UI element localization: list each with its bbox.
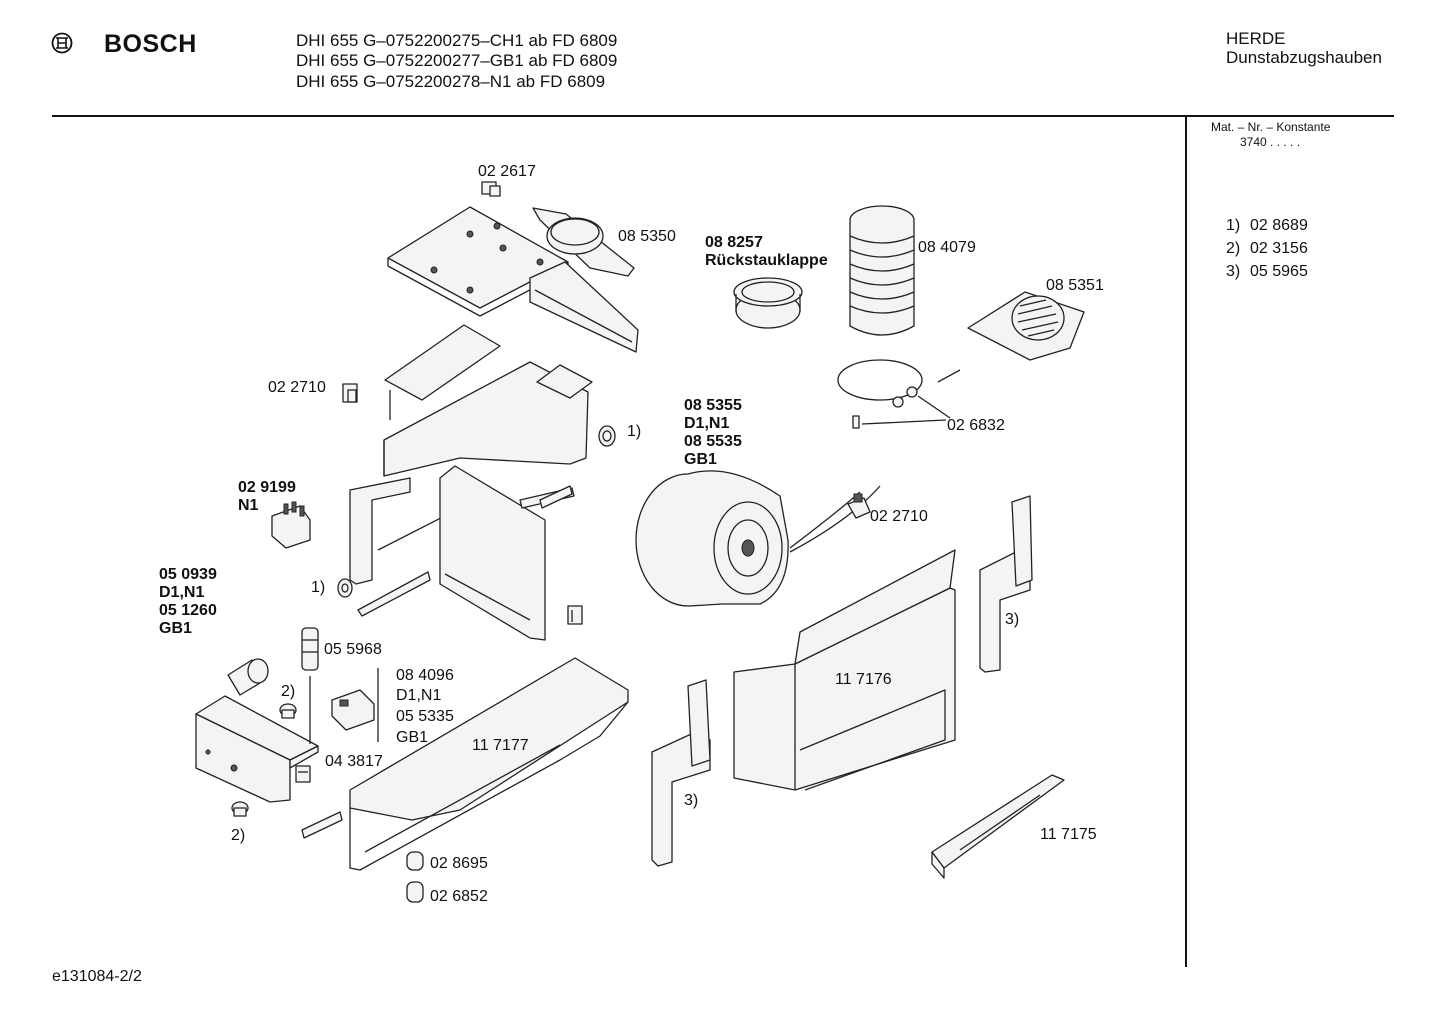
air-outlet-flange (532, 207, 635, 277)
label-ref2-lower: 2) (231, 827, 245, 844)
fuse-holder (301, 627, 319, 671)
front-bar (931, 774, 1065, 879)
bottom-tray (301, 657, 629, 871)
rail (539, 485, 573, 509)
note-item-1: 1) 02 8689 (1226, 217, 1308, 235)
hose-clamp (837, 359, 961, 429)
nut-lower (231, 801, 249, 817)
bracket-clip (481, 181, 501, 197)
housing-frame (383, 361, 593, 477)
note-value: 02 3156 (1250, 240, 1308, 257)
mat-number-value: 3740 . . . . . (1240, 135, 1301, 149)
label-ref2-upper: 2) (281, 683, 295, 700)
label-05-0939: 05 0939 (159, 566, 217, 583)
category-line-2: Dunstabzugshauben (1226, 48, 1382, 67)
mat-number-label: Mat. – Nr. – Konstante (1211, 120, 1331, 134)
mounting-plate (387, 206, 639, 353)
label-04-3817: 04 3817 (325, 753, 383, 770)
cable-holder-2 (406, 881, 424, 903)
cable-grommet (598, 425, 616, 447)
seal-strip-left (651, 679, 711, 867)
label-08-5355: 08 5355 (684, 397, 742, 414)
label-05-1260: 05 1260 (159, 602, 217, 619)
label-05-5335: 05 5335 (396, 708, 454, 725)
model-line-2: DHI 655 G–0752200277–GB1 ab FD 6809 (296, 51, 618, 70)
side-wall-left (349, 477, 481, 617)
label-02-9199: 02 9199 (238, 479, 296, 496)
label-ref3-right: 3) (1005, 611, 1019, 628)
terminal-block (295, 765, 311, 783)
label-02-2710-right: 02 2710 (870, 508, 928, 525)
label-02-6852: 02 6852 (430, 888, 488, 905)
note-key: 3) (1226, 263, 1241, 280)
label-n1-relay: N1 (238, 497, 259, 514)
label-08-4079: 08 4079 (918, 239, 976, 256)
label-gb1-capacitor: GB1 (159, 620, 192, 637)
relay (271, 501, 311, 549)
back-panel (384, 324, 501, 420)
seal-strip-right (979, 495, 1033, 673)
label-rueckstauklappe: Rückstauklappe (705, 252, 828, 269)
sidebar-divider (1185, 117, 1187, 967)
connector-block (567, 605, 583, 625)
label-02-2617: 02 2617 (478, 163, 536, 180)
label-gb1-fan: GB1 (684, 451, 717, 468)
header-divider (52, 115, 1394, 117)
label-d1n1-fan: D1,N1 (684, 415, 729, 432)
capacitor (227, 658, 269, 696)
note-key: 1) (1226, 217, 1241, 234)
note-item-3: 3) 05 5965 (1226, 263, 1308, 281)
label-11-7176: 11 7176 (835, 671, 892, 688)
document-id: e131084-2/2 (52, 968, 142, 985)
label-08-4096: 08 4096 (396, 667, 454, 684)
note-value: 02 8689 (1250, 217, 1308, 234)
front-frame (733, 549, 956, 791)
category-line-1: HERDE (1226, 29, 1286, 48)
control-box (195, 676, 319, 803)
label-08-5535: 08 5535 (684, 433, 742, 450)
nut-upper (279, 703, 297, 719)
label-08-5351: 08 5351 (1046, 277, 1104, 294)
label-d1n1-switch: D1,N1 (396, 687, 441, 704)
label-ref1-knob: 1) (311, 579, 325, 596)
label-ref1-grommet: 1) (627, 423, 641, 440)
bosch-logo-icon (51, 32, 73, 54)
label-11-7175: 11 7175 (1040, 826, 1097, 843)
model-line-1: DHI 655 G–0752200275–CH1 ab FD 6809 (296, 31, 618, 50)
label-02-8695: 02 8695 (430, 855, 488, 872)
label-08-5350: 08 5350 (618, 228, 676, 245)
brand-name: BOSCH (104, 30, 197, 58)
knob-left (337, 578, 353, 598)
label-11-7177: 11 7177 (472, 737, 529, 754)
label-ref3-left: 3) (684, 792, 698, 809)
note-value: 05 5965 (1250, 263, 1308, 280)
blower-fan (635, 470, 881, 607)
flex-duct (849, 205, 915, 336)
label-08-8257: 08 8257 (705, 234, 763, 251)
label-d1n1-capacitor: D1,N1 (159, 584, 204, 601)
model-line-3: DHI 655 G–0752200278–N1 ab FD 6809 (296, 72, 606, 91)
clip-left (342, 383, 358, 403)
label-02-2710-left: 02 2710 (268, 379, 326, 396)
clip-right (847, 493, 871, 519)
label-05-5968: 05 5968 (324, 641, 382, 658)
label-02-6832: 02 6832 (947, 417, 1005, 434)
switch (331, 668, 379, 742)
backflow-flap (733, 277, 803, 329)
fan-support-panel (439, 465, 575, 641)
note-item-2: 2) 02 3156 (1226, 240, 1308, 258)
label-gb1-switch: GB1 (396, 729, 428, 746)
cable-holder-1 (406, 851, 424, 871)
outlet-grille (967, 291, 1085, 361)
note-key: 2) (1226, 240, 1241, 257)
